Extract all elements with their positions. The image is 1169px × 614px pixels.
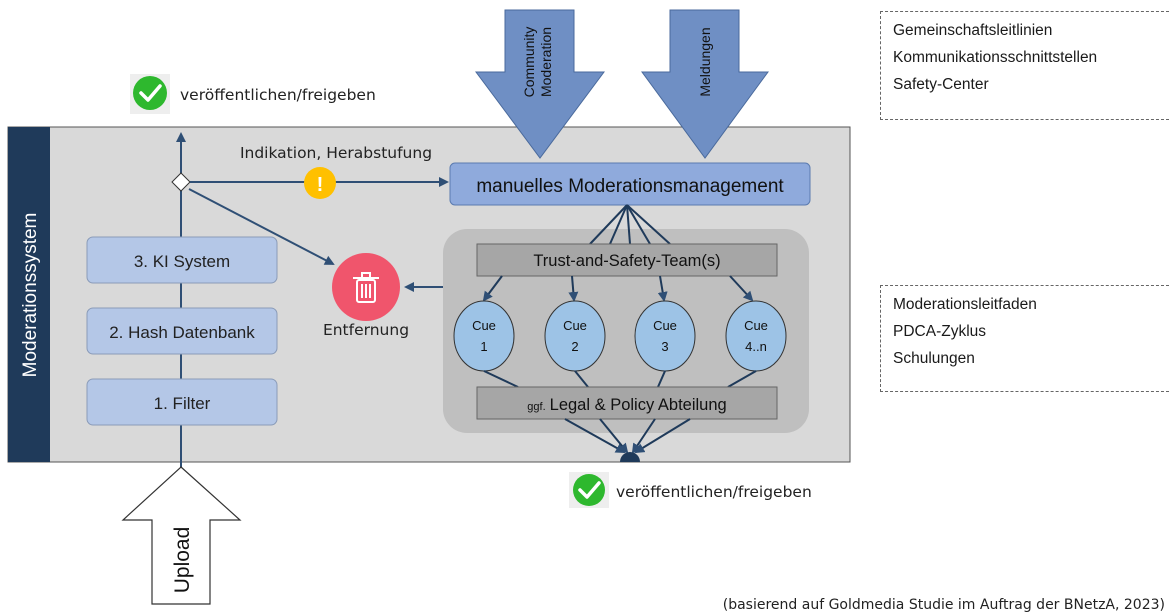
svg-text:Cue: Cue — [563, 318, 587, 333]
side-top-item-3: Safety-Center — [893, 76, 989, 93]
indication-label: Indikation, Herabstufung — [240, 144, 432, 162]
side-bottom-item-2: PDCA-Zyklus — [893, 323, 987, 340]
side-bottom-item-3: Schulungen — [893, 350, 975, 367]
decision-diamond — [171, 172, 191, 192]
upload-label: Upload — [171, 527, 194, 594]
removal-label: Entfernung — [323, 321, 409, 339]
side-top-item-1: Gemeinschaftsleitlinien — [893, 22, 1053, 39]
warning-icon — [304, 167, 336, 199]
manual-mgmt-box — [449, 162, 811, 206]
team-panel — [443, 229, 809, 433]
reports-label: Meldungen — [697, 27, 713, 96]
publish-bottom-label: veröffentlichen/freigeben — [616, 483, 812, 501]
check-icon-top — [133, 76, 167, 110]
side-bottom-item-1: Moderationsleitfaden — [893, 296, 1037, 313]
source-note: (basierend auf Goldmedia Studie im Auftr… — [723, 597, 1165, 613]
stage-hash-box — [86, 307, 278, 355]
stage-ki-box — [86, 236, 278, 284]
cue-3: Cue 3 — [634, 300, 696, 372]
manual-mgmt-label: manuelles Moderationsmanagement — [476, 176, 784, 197]
svg-text:2: 2 — [571, 339, 578, 354]
trust-team-box — [476, 243, 778, 277]
upload-arrow — [121, 466, 242, 605]
svg-text:Cue: Cue — [744, 318, 768, 333]
trust-team-label: Trust-and-Safety-Team(s) — [533, 252, 720, 270]
system-sidebar — [8, 127, 50, 462]
stage-ki: 3. KI System — [134, 252, 230, 271]
side-box-top: Gemeinschaftsleitlinien Kommunikationssc… — [880, 11, 1169, 120]
community-arrow — [475, 9, 605, 159]
svg-text:!: ! — [317, 174, 324, 196]
side-top-item-2: Kommunikationsschnittstellen — [893, 49, 1098, 66]
svg-text:3: 3 — [661, 339, 668, 354]
svg-text:Cue: Cue — [653, 318, 677, 333]
stage-filter: 1. Filter — [154, 394, 211, 413]
reports-arrow — [641, 9, 769, 159]
side-box-bottom: Moderationsleitfaden PDCA-Zyklus Schulun… — [880, 285, 1169, 392]
stage-hash: 2. Hash Datenbank — [109, 323, 255, 342]
community-label-1: Community — [521, 27, 537, 98]
legal-box — [476, 386, 778, 420]
stage-filter-box — [86, 378, 278, 426]
svg-text:1: 1 — [480, 339, 487, 354]
publish-top-label: veröffentlichen/freigeben — [180, 86, 376, 104]
cue-1: Cue 1 — [453, 300, 515, 372]
cue-2: Cue 2 — [544, 300, 606, 372]
community-label-2: Moderation — [538, 27, 554, 97]
legal-label: ggf.Legal & Policy Abteilung — [527, 396, 726, 414]
svg-text:4..n: 4..n — [745, 339, 767, 354]
removal-arrow-from-pipeline — [188, 188, 335, 265]
check-icon-bottom — [573, 474, 605, 506]
exit-point — [620, 452, 640, 462]
system-label: Moderationssystem — [20, 213, 41, 378]
fan-lines — [589, 204, 671, 245]
cue-4: Cue 4..n — [725, 300, 787, 372]
svg-text:Cue: Cue — [472, 318, 496, 333]
